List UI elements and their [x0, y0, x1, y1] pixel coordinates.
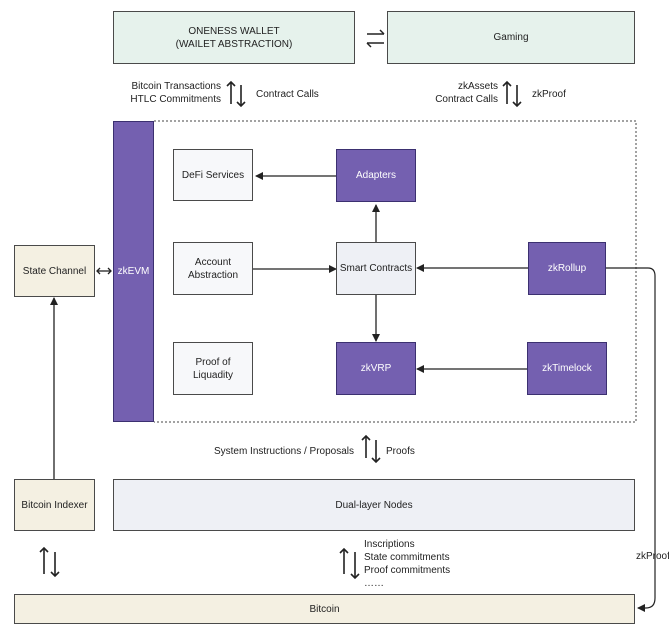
zkevm-label: zkEVM	[117, 266, 150, 277]
wallet-title-line1: ONENESS WALLET	[188, 25, 280, 37]
gaming-label: Gaming	[493, 32, 529, 43]
proof-label-line2: Liquadity	[192, 369, 234, 381]
bitcoin-commitment-labels: Inscriptions State commitments Proof com…	[364, 538, 450, 590]
wallet-left-labels: Bitcoin Transactions HTLC Commitments	[130, 80, 221, 106]
defi-services-label: DeFi Services	[181, 169, 245, 181]
label-state-commitments: State commitments	[364, 552, 450, 563]
oneness-wallet-box: ONENESS WALLET (WAILET ABSTRACTION)	[113, 11, 355, 64]
gaming-left-labels: zkAssets Contract Calls	[435, 80, 498, 106]
account-abstraction-box: Account Abstraction	[173, 242, 253, 295]
label-zkproof-top: zkProof	[532, 89, 566, 100]
account-label-line1: Account	[194, 256, 232, 268]
zkrollup-box: zkRollup	[528, 242, 606, 295]
adapters-label: Adapters	[355, 170, 397, 181]
wallet-title-line2: (WAILET ABSTRACTION)	[175, 38, 293, 50]
bitcoin-indexer-box: Bitcoin Indexer	[14, 479, 95, 531]
account-label-line2: Abstraction	[187, 269, 239, 281]
proof-label-line1: Proof of	[195, 356, 231, 368]
wallet-gaming-exchange-icon	[366, 29, 385, 48]
label-proof-commitments: Proof commitments	[364, 565, 451, 576]
zkvrp-box: zkVRP	[336, 342, 416, 395]
label-zkproof-side: zkProof	[636, 551, 669, 562]
label-zkassets: zkAssets	[457, 81, 498, 92]
zkrollup-label: zkRollup	[547, 263, 587, 274]
label-inscriptions: Inscriptions	[364, 539, 415, 550]
proof-of-liquidity-box: Proof of Liquadity	[173, 342, 253, 395]
smart-contracts-box: Smart Contracts	[336, 242, 416, 295]
adapters-box: Adapters	[336, 149, 416, 202]
state-channel-zkevm-arrow	[96, 267, 112, 275]
state-channel-label: State Channel	[22, 265, 87, 277]
zkevm-column: zkEVM	[113, 121, 154, 422]
label-contract-calls: Contract Calls	[256, 89, 319, 100]
zktimelock-box: zkTimelock	[527, 342, 607, 395]
bitcoin-label: Bitcoin	[309, 603, 340, 615]
label-ellipsis: ……	[364, 578, 384, 589]
defi-services-box: DeFi Services	[173, 149, 253, 201]
smart-contracts-label: Smart Contracts	[339, 263, 413, 274]
label-htlc-commitments: HTLC Commitments	[130, 94, 221, 105]
updown-icon	[39, 80, 522, 580]
label-gaming-contract-calls: Contract Calls	[435, 94, 498, 105]
state-channel-box: State Channel	[14, 245, 95, 297]
gaming-box: Gaming	[387, 11, 635, 64]
bitcoin-box: Bitcoin	[14, 594, 635, 624]
dual-layer-nodes-box: Dual-layer Nodes	[113, 479, 635, 531]
zktimelock-label: zkTimelock	[542, 363, 592, 374]
label-bitcoin-transactions: Bitcoin Transactions	[131, 81, 222, 92]
dual-layer-nodes-label: Dual-layer Nodes	[335, 499, 413, 511]
label-proofs: Proofs	[386, 446, 415, 457]
zkvrp-label: zkVRP	[360, 363, 392, 374]
bitcoin-indexer-label: Bitcoin Indexer	[21, 499, 88, 511]
label-system-instructions: System Instructions / Proposals	[213, 446, 354, 457]
zkrollup-to-bitcoin-connector	[606, 267, 656, 612]
zkevm-dotted-frame	[154, 120, 637, 423]
